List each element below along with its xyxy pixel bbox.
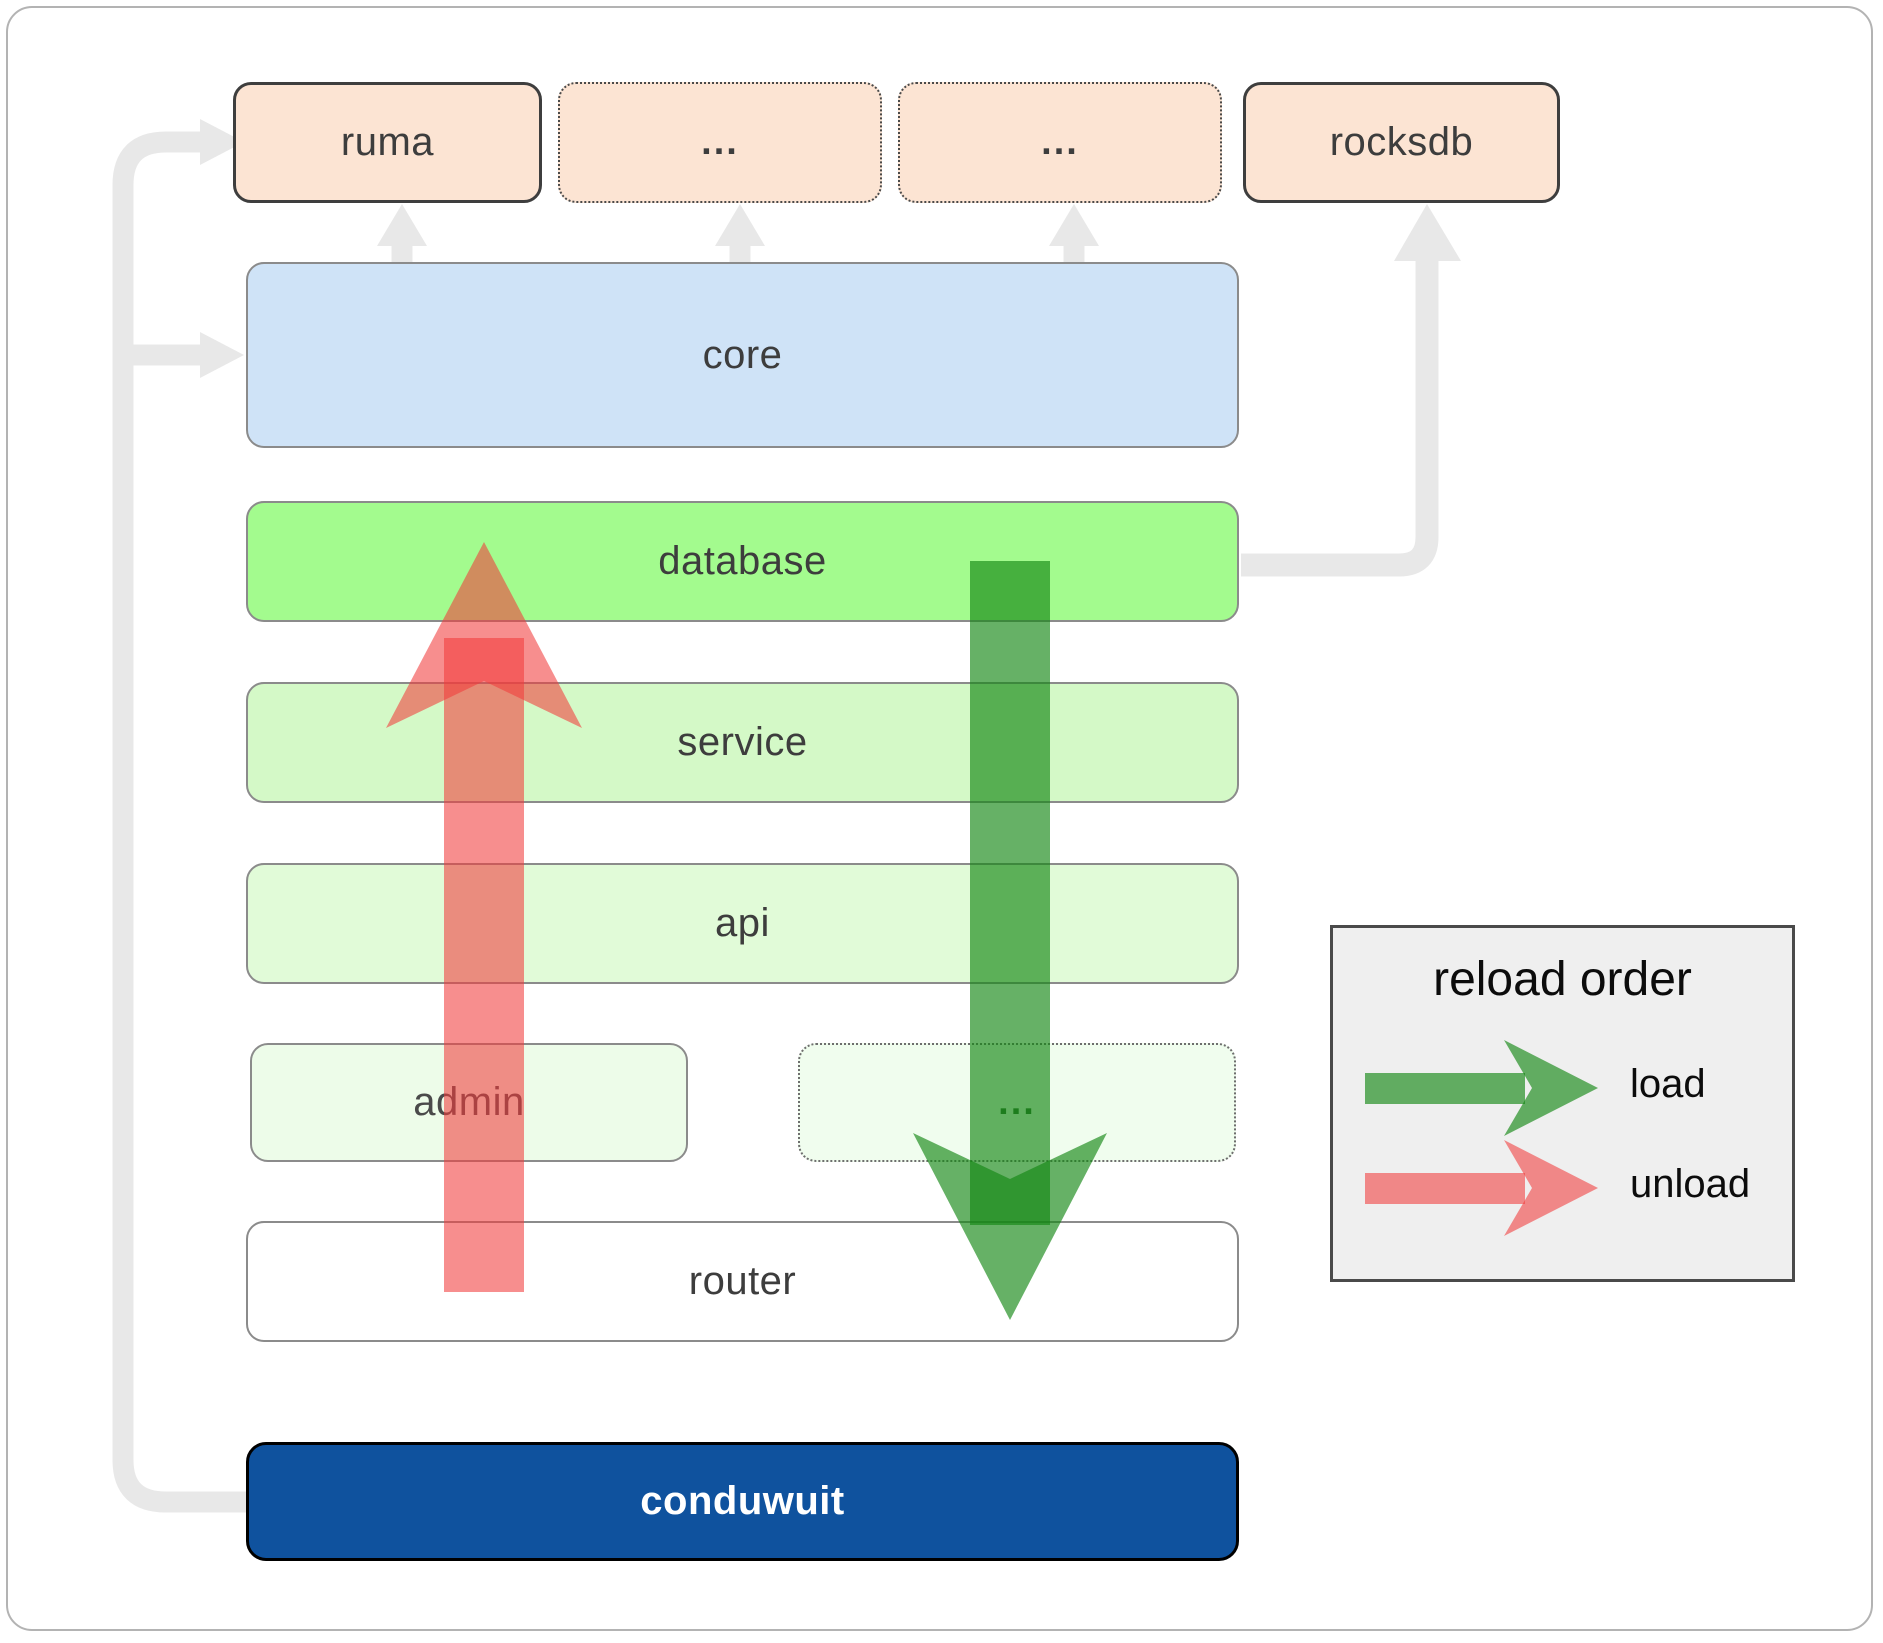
legend-title: reload order <box>1433 953 1692 1006</box>
node-core: core <box>246 262 1239 448</box>
node-conduwuit: conduwuit <box>246 1442 1239 1561</box>
legend-label-load: load <box>1630 1062 1706 1106</box>
diagram-border <box>6 6 1873 1631</box>
node-database: database <box>246 501 1239 622</box>
node-ellipsis-1: ... <box>558 82 882 203</box>
node-ellipsis-3: ... <box>798 1043 1236 1162</box>
legend-label-unload: unload <box>1630 1162 1751 1206</box>
node-service: service <box>246 682 1239 803</box>
node-api: api <box>246 863 1239 984</box>
node-rocksdb: rocksdb <box>1243 82 1560 203</box>
node-ellipsis-2: ... <box>898 82 1222 203</box>
node-ruma: ruma <box>233 82 542 203</box>
node-router: router <box>246 1221 1239 1342</box>
node-admin: admin <box>250 1043 688 1162</box>
